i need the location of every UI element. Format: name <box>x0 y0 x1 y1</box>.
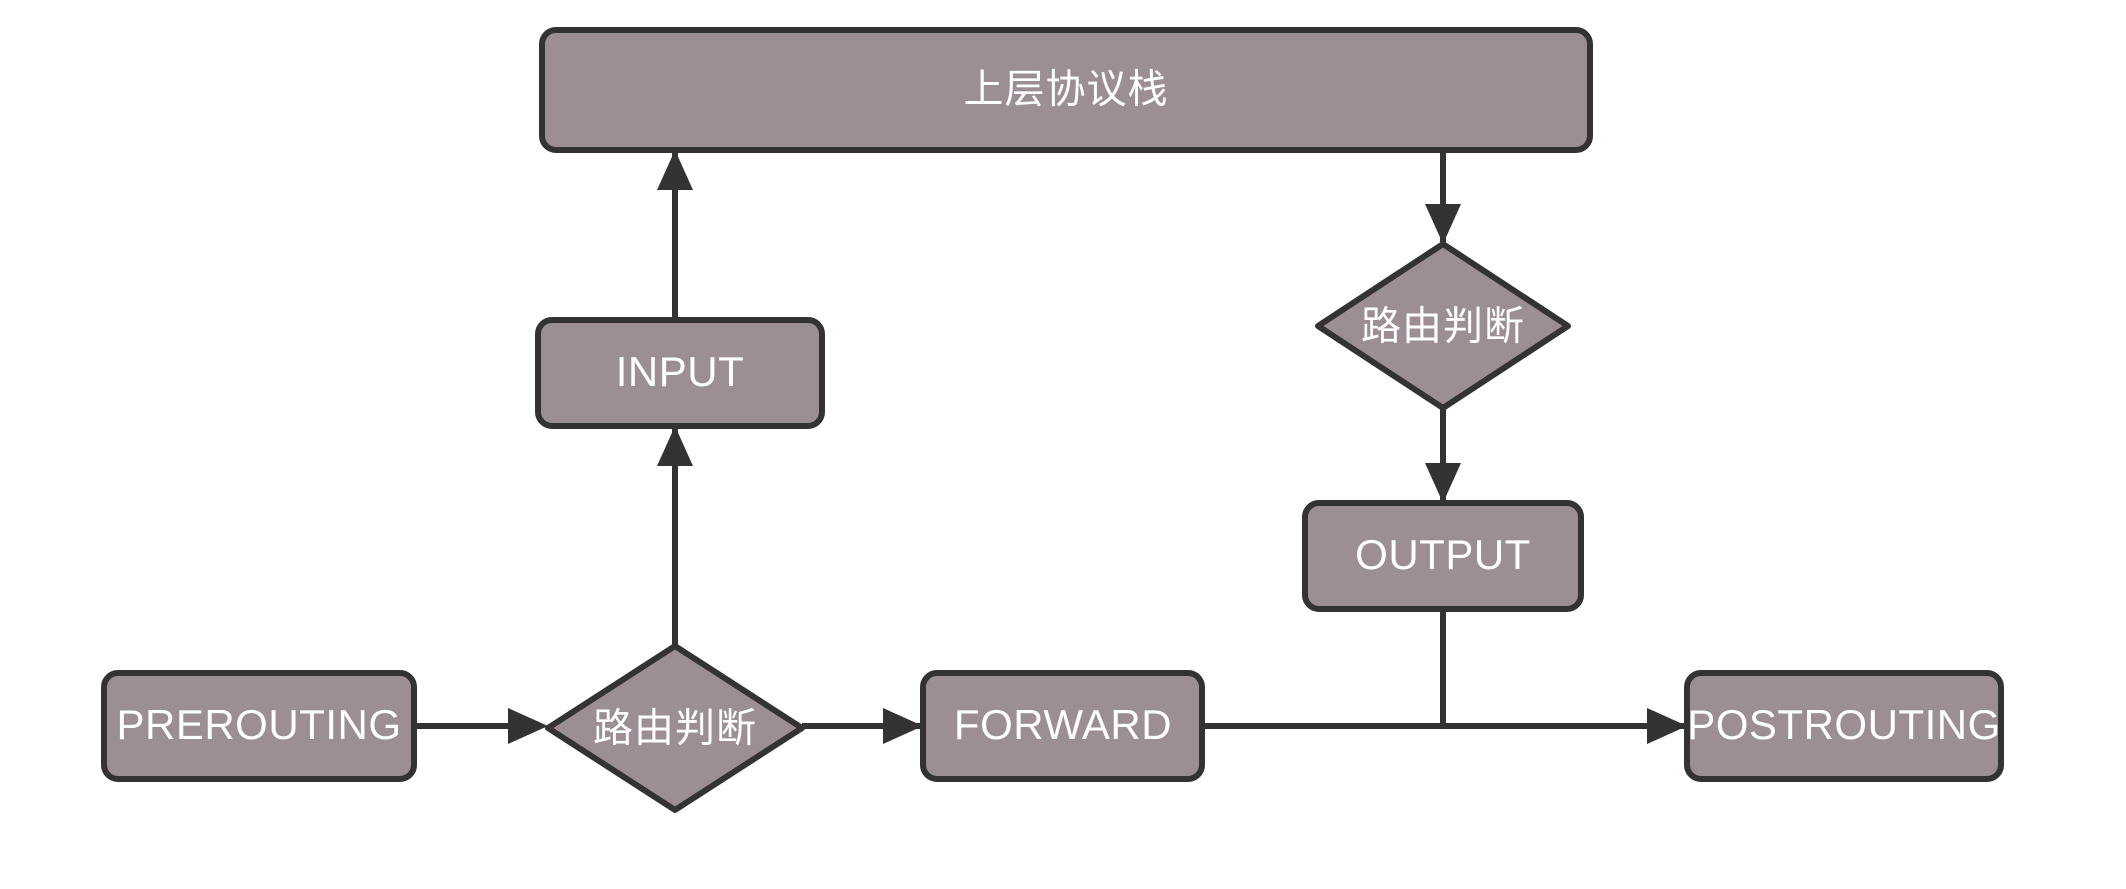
edge-upper-stack-to-route-decision <box>1425 150 1461 244</box>
node-postrouting[interactable]: POSTROUTING <box>1684 670 2004 782</box>
node-prerouting-shape <box>101 670 417 782</box>
node-input[interactable]: INPUT <box>535 317 825 429</box>
node-upper-stack[interactable]: 上层协议栈 <box>539 27 1593 153</box>
node-upper-stack-shape <box>539 27 1593 153</box>
edge-layer <box>414 150 1687 744</box>
node-route-decision-right[interactable]: 路由判断 <box>1315 241 1571 411</box>
node-route-decision-bottom[interactable]: 路由判断 <box>545 643 805 813</box>
node-forward[interactable]: FORWARD <box>920 670 1205 782</box>
node-input-shape <box>535 317 825 429</box>
node-output-shape <box>1302 500 1584 612</box>
edge-route-decision-to-output <box>1425 408 1461 503</box>
node-route-decision-right-shape <box>1315 241 1571 411</box>
node-output[interactable]: OUTPUT <box>1302 500 1584 612</box>
node-postrouting-shape <box>1684 670 2004 782</box>
edge-input-to-upper-stack <box>657 150 693 320</box>
node-prerouting[interactable]: PREROUTING <box>101 670 417 782</box>
edge-route-decision-to-input <box>657 426 693 646</box>
edge-prerouting-to-route-decision <box>414 708 548 744</box>
node-forward-shape <box>920 670 1205 782</box>
node-route-decision-bottom-shape <box>545 643 805 813</box>
edge-route-decision-to-forward <box>802 708 923 744</box>
node-layer: 上层协议栈 INPUT 路由判断 OUTPUT PREROUTING <box>101 27 2004 813</box>
